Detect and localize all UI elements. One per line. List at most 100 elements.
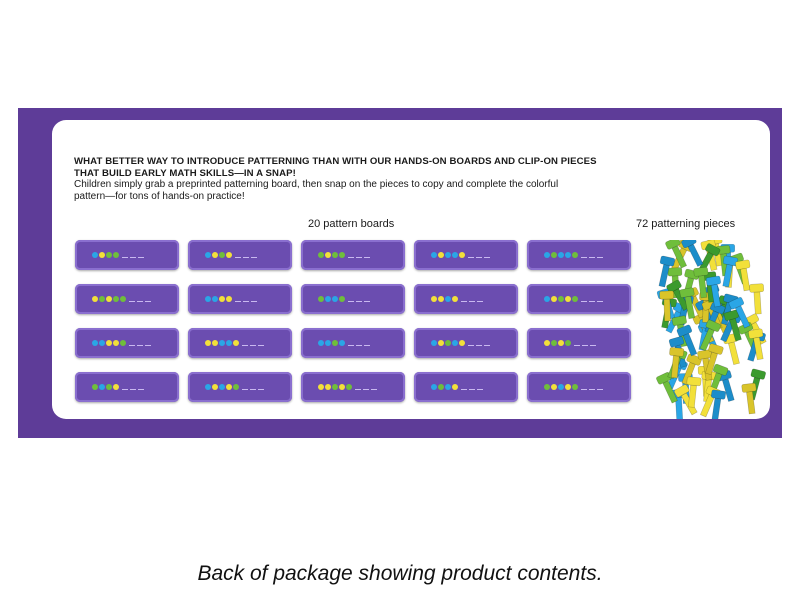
pattern-dot [452, 384, 458, 390]
pattern-blank [477, 389, 483, 390]
pattern-dot [219, 296, 225, 302]
pattern-dot [212, 340, 218, 346]
pattern-dot [92, 296, 98, 302]
pattern-dot [551, 340, 557, 346]
pattern-blank [348, 301, 354, 302]
pattern-dot [544, 296, 550, 302]
pattern-dot [219, 252, 225, 258]
pattern-dot [445, 384, 451, 390]
pattern-dot [120, 340, 126, 346]
pattern-dot [572, 296, 578, 302]
pattern-blank [582, 345, 588, 346]
pattern-blank [242, 345, 248, 346]
pattern-blank [250, 345, 256, 346]
pattern-blank [590, 345, 596, 346]
pattern-dot [459, 340, 465, 346]
pattern-dot [565, 252, 571, 258]
pattern-blank [348, 257, 354, 258]
pattern-blank [364, 257, 370, 258]
pattern-dot [212, 252, 218, 258]
pattern-dot [318, 384, 324, 390]
pattern-dot [565, 384, 571, 390]
pattern-dot [120, 296, 126, 302]
patterning-piece [735, 259, 751, 292]
pattern-blank [356, 345, 362, 346]
pattern-dot [438, 384, 444, 390]
pattern-dot [99, 296, 105, 302]
patterning-piece [699, 319, 722, 352]
pattern-blank [250, 389, 256, 390]
pattern-blank [348, 345, 354, 346]
pattern-blank [122, 389, 128, 390]
pattern-dot [332, 340, 338, 346]
pattern-dot [113, 340, 119, 346]
pattern-board [414, 284, 518, 314]
pattern-dot [438, 252, 444, 258]
pattern-dot [212, 296, 218, 302]
pattern-dot [572, 252, 578, 258]
pattern-blank [242, 389, 248, 390]
patterning-piece [686, 376, 702, 408]
pattern-dot [544, 384, 550, 390]
pattern-blank [589, 389, 595, 390]
pattern-dot [92, 340, 98, 346]
pattern-dot [431, 340, 437, 346]
pattern-dot [452, 340, 458, 346]
pattern-dot [551, 384, 557, 390]
pattern-blank [137, 301, 143, 302]
package-back: WHAT BETTER WAY TO INTRODUCE PATTERNING … [18, 108, 782, 438]
pattern-dot [558, 296, 564, 302]
pattern-board [75, 284, 179, 314]
pattern-dot [226, 384, 232, 390]
patterning-piece [669, 347, 685, 379]
pattern-blank [597, 389, 603, 390]
pattern-blank [574, 345, 580, 346]
pattern-board [188, 372, 292, 402]
patterning-piece [722, 255, 739, 288]
pattern-dot [205, 384, 211, 390]
pattern-blank [355, 389, 361, 390]
pattern-blank [364, 345, 370, 346]
pattern-blank [371, 389, 377, 390]
pattern-dot [92, 252, 98, 258]
pattern-blank [356, 257, 362, 258]
pattern-dot [325, 384, 331, 390]
patterning-piece [679, 287, 696, 320]
pattern-blank [581, 389, 587, 390]
pattern-board [414, 328, 518, 358]
pattern-dot [332, 384, 338, 390]
pattern-dot [318, 296, 324, 302]
patterning-piece [749, 283, 765, 315]
pattern-dot [565, 296, 571, 302]
caption: Back of package showing product contents… [197, 562, 603, 585]
pattern-dot [332, 296, 338, 302]
pattern-dot [565, 340, 571, 346]
pattern-blank [597, 257, 603, 258]
pattern-dot [558, 252, 564, 258]
pattern-dot [113, 252, 119, 258]
pattern-board [301, 372, 405, 402]
pattern-dot [438, 296, 444, 302]
pattern-dot [325, 252, 331, 258]
pattern-dot [558, 340, 564, 346]
pattern-blank [484, 257, 490, 258]
description-line-2: pattern—for tons of hands-on practice! [74, 191, 245, 202]
pattern-dot [226, 252, 232, 258]
headline: WHAT BETTER WAY TO INTRODUCE PATTERNING … [74, 156, 634, 180]
pattern-dot [318, 252, 324, 258]
pattern-dot [452, 296, 458, 302]
pattern-dot [106, 252, 112, 258]
pattern-blank [138, 257, 144, 258]
pattern-dot [106, 296, 112, 302]
pattern-blank [468, 345, 474, 346]
pattern-dot [339, 296, 345, 302]
pattern-blank [476, 257, 482, 258]
pattern-dot [558, 384, 564, 390]
pattern-dot [99, 340, 105, 346]
pattern-blank [243, 257, 249, 258]
pattern-blank [461, 389, 467, 390]
pattern-blank [258, 345, 264, 346]
pattern-blank [251, 301, 257, 302]
pattern-board [301, 284, 405, 314]
patterning-piece [710, 389, 727, 419]
